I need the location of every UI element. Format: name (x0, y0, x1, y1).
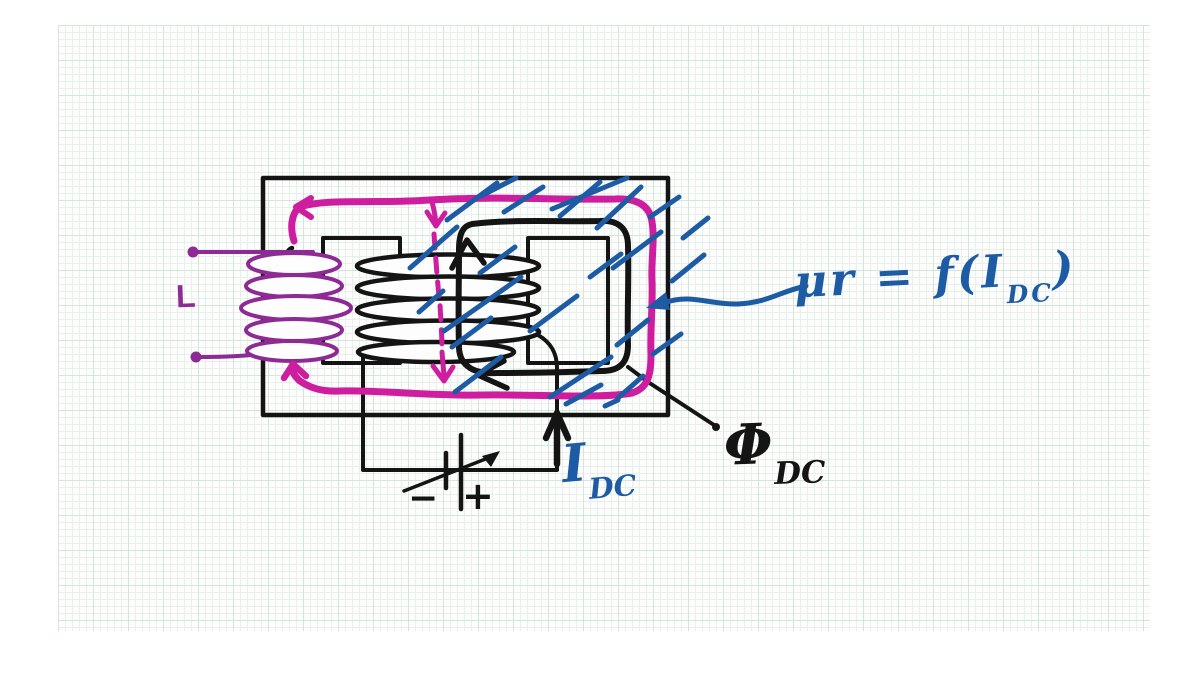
core-right-window (526, 236, 610, 365)
center-flux-arrow-top (424, 209, 448, 229)
hatch-stroke (477, 244, 518, 276)
inductor-turn (244, 317, 344, 343)
terminal-dot-bottom (190, 351, 202, 363)
equation-sub: DC (1006, 277, 1055, 310)
control-turn (354, 252, 542, 280)
permeability-equation: μr = f(IDC) (792, 241, 1078, 312)
hatch-stroke (587, 251, 624, 280)
hatch-stroke (527, 293, 580, 334)
variable-battery (402, 432, 500, 512)
inductor-turn (244, 273, 344, 299)
hatch-stroke (650, 331, 684, 357)
hatch-stroke (680, 215, 711, 241)
equation-pre: μr = f(I (792, 244, 1007, 309)
equation-post: ) (1050, 240, 1078, 295)
dc-flux-sub: DC (773, 454, 827, 492)
inductor-turn (246, 251, 342, 277)
variable-arrow-head (482, 451, 500, 467)
control-turn (354, 274, 542, 302)
hatch-stroke (478, 175, 519, 199)
ac-flux-arrow-top (293, 195, 314, 220)
ac-flux-center-dashed (424, 199, 456, 384)
hatch-stroke (669, 252, 707, 284)
hatch-stroke (614, 317, 651, 348)
pointer-end-dot (712, 423, 720, 431)
battery-plus-label: + (462, 474, 494, 518)
hatch-stroke (594, 184, 644, 231)
dc-current-base: I (559, 432, 589, 496)
hatch-stroke (602, 397, 621, 409)
permeability-pointer-line (661, 283, 809, 307)
hatch-stroke (615, 373, 646, 401)
terminal-dot-top (187, 246, 199, 258)
hatch-stroke (449, 315, 494, 350)
hatch-stroke (547, 354, 614, 400)
dc-flux-arrow-up (449, 237, 487, 271)
center-flux-shaft-bottom (439, 349, 447, 379)
inductor-bottom-lead (198, 353, 253, 359)
control-winding (354, 252, 542, 365)
hatch-stroke (647, 194, 682, 220)
inductor-turn (245, 339, 339, 363)
inductor-winding (187, 246, 353, 363)
ac-flux-arrow-bottom (280, 360, 310, 382)
saturation-hatching (407, 175, 711, 409)
permeability-pointer-arrowhead (646, 292, 670, 310)
hatch-stroke (416, 288, 446, 315)
control-turn (355, 339, 517, 365)
inductor-label: L (175, 277, 197, 315)
hatch-stroke (452, 354, 504, 395)
ac-flux-path (288, 194, 657, 400)
inductor-turn (239, 294, 353, 322)
ac-flux-loop (280, 194, 657, 400)
dc-current-arrow (542, 409, 572, 468)
dc-current-label: IDC (559, 432, 638, 506)
hatch-stroke (441, 274, 524, 334)
dc-flux-base: Φ (722, 411, 774, 479)
dc-current-sub: DC (587, 468, 638, 507)
dc-current-arrow-head (542, 409, 572, 442)
hatch-stroke (549, 175, 630, 212)
control-turn (354, 296, 542, 324)
hatch-stroke (444, 180, 500, 223)
hatch-stroke (501, 184, 546, 215)
hatch-stroke (407, 224, 460, 271)
hatch-stroke (610, 229, 664, 271)
center-flux-arrow-bottom (430, 363, 456, 384)
variable-arrow-shaft (402, 456, 490, 493)
dc-flux-label: ΦDC (722, 411, 826, 492)
battery-minus-label: − (408, 478, 439, 519)
grid-paper-canvas[interactable] (58, 25, 1150, 631)
hatch-stroke (563, 382, 604, 407)
permeability-pointer (646, 283, 809, 310)
center-flux-dashes (431, 231, 445, 353)
